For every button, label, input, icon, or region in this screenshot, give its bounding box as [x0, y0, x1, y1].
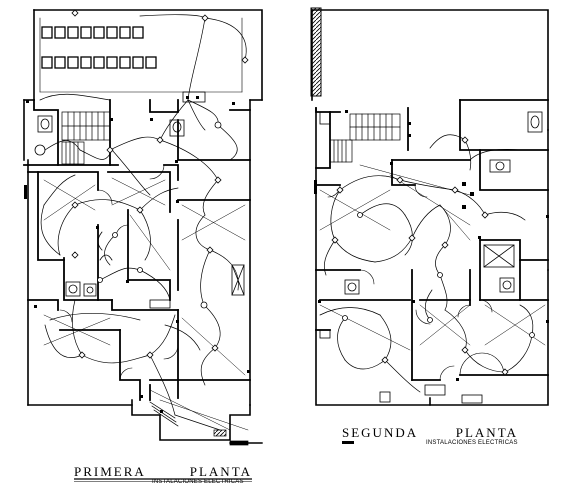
first-floor-subtitle: INSTALACIONES ELECTRICAS [152, 479, 244, 485]
second-floor-title-word1: SEGUNDA [342, 425, 419, 440]
first-floor-interior-walls [23, 99, 251, 401]
first-floor-lot-lines [39, 17, 243, 93]
second-floor-fixtures [319, 111, 543, 404]
first-floor-diagonal-runs [43, 177, 249, 431]
second-floor-interior-walls [315, 99, 549, 381]
second-floor-title-word2: PLANTA [455, 425, 518, 440]
second-floor-wiring [319, 134, 534, 393]
first-floor-title-word1: PRIMERA [74, 464, 146, 479]
first-floor-light-fixtures [71, 9, 249, 359]
first-floor-stairs [61, 111, 111, 165]
first-floor-plan [23, 9, 263, 446]
first-floor-title: PRIMERA PLANTA [74, 464, 252, 480]
first-floor-outlets [24, 96, 250, 413]
second-floor-title: SEGUNDA PLANTA [342, 425, 518, 441]
first-floor-parking-stalls [41, 26, 157, 69]
first-floor-entry-steps [149, 401, 263, 446]
second-floor-diagonal-runs [319, 164, 546, 351]
second-floor-subtitle: INSTALACIONES ELECTRICAS [426, 440, 518, 446]
first-floor-outer-walls [23, 9, 263, 441]
second-floor-hatched-wall [310, 7, 322, 97]
second-floor-plan [310, 7, 549, 406]
second-floor-outer-walls [311, 9, 549, 406]
second-floor-outlets [314, 110, 549, 381]
second-floor-door-swings [327, 184, 505, 381]
second-floor-stairs [329, 113, 401, 163]
first-floor-title-word2: PLANTA [189, 464, 252, 479]
second-floor-light-fixtures [331, 136, 535, 376]
title-scale-marks [74, 441, 354, 482]
first-floor-wiring [39, 14, 247, 431]
